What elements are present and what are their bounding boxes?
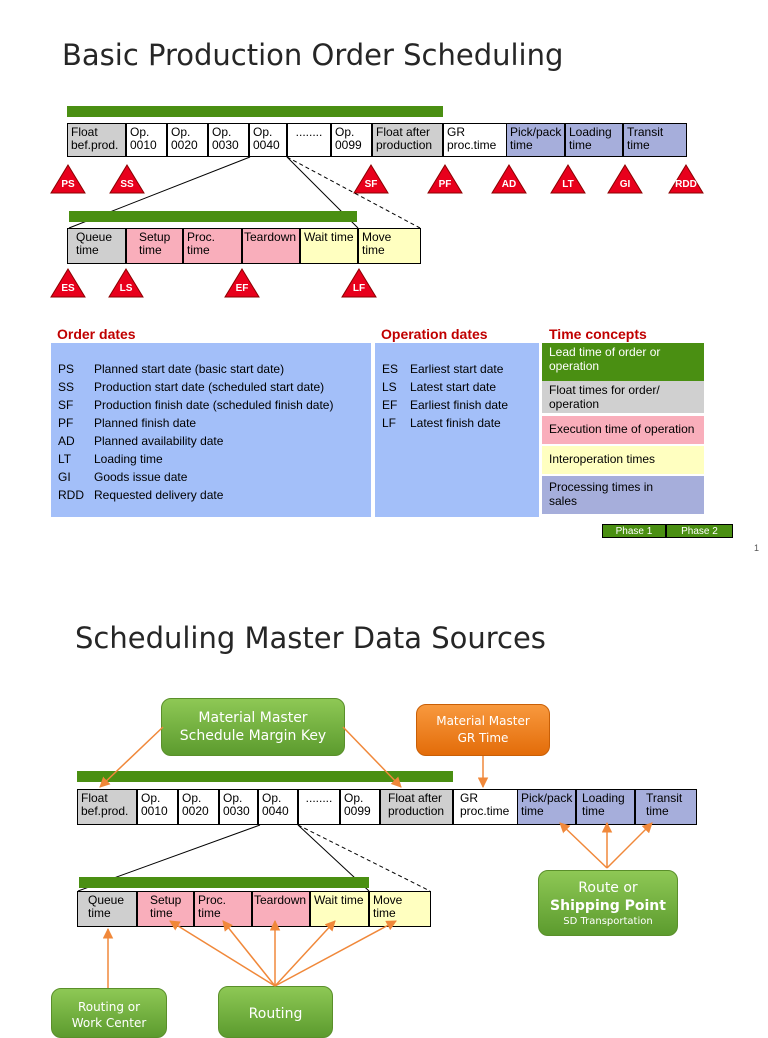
cell-wait-time: Wait time	[300, 228, 358, 264]
callout-material-master-key: Material Master Schedule Margin Key	[161, 698, 345, 756]
operation-dates-heading: Operation dates	[381, 326, 488, 342]
cell-op-0020: Op.0020	[178, 789, 219, 825]
triangle-icon	[224, 268, 260, 298]
triangle-icon	[550, 164, 586, 194]
marker-ls: LS	[108, 268, 144, 298]
marker-ad: AD	[491, 164, 527, 194]
phase-2-badge: Phase 2	[666, 524, 733, 538]
cell-op-0040: Op.0040	[258, 789, 298, 825]
cell-ellipsis: ........	[287, 123, 331, 157]
concept-interoperation-times: Interoperation times	[542, 446, 704, 474]
marker-sf: SF	[353, 164, 389, 194]
lead-time-bar-2	[77, 771, 453, 782]
slide1-title: Basic Production Order Scheduling	[62, 38, 564, 72]
cell-wait-time: Wait time	[310, 891, 369, 927]
triangle-icon	[341, 268, 377, 298]
triangle-icon	[109, 164, 145, 194]
time-concepts-heading: Time concepts	[549, 326, 647, 342]
triangle-icon	[108, 268, 144, 298]
cell-op-0099: Op.0099	[340, 789, 380, 825]
marker-ss: SS	[109, 164, 145, 194]
cell-op-0030: Op.0030	[208, 123, 249, 157]
triangle-icon	[491, 164, 527, 194]
marker-rdd: RDD	[668, 164, 704, 194]
concept-execution-time: Execution time of operation	[542, 416, 704, 444]
order-dates-panel	[51, 343, 371, 517]
cell-move-time: Move time	[369, 891, 431, 927]
triangle-icon	[50, 268, 86, 298]
cell-op-0020: Op.0020	[167, 123, 208, 157]
triangle-icon	[427, 164, 463, 194]
callout-route-shipping-point: Route or Shipping Point SD Transportatio…	[538, 870, 678, 936]
operation-lead-time-bar	[69, 211, 357, 222]
marker-ef: EF	[224, 268, 260, 298]
triangle-icon	[353, 164, 389, 194]
cell-op-0099: Op.0099	[331, 123, 372, 157]
cell-op-0010: Op.0010	[137, 789, 178, 825]
cell-move-time: Move time	[358, 228, 421, 264]
marker-pf: PF	[427, 164, 463, 194]
order-dates-heading: Order dates	[57, 326, 136, 342]
cell-teardown: Teardown	[242, 228, 300, 264]
cell-ellipsis: ........	[298, 789, 340, 825]
triangle-icon	[50, 164, 86, 194]
operation-lead-time-bar-2	[79, 877, 369, 888]
slide2-title: Scheduling Master Data Sources	[75, 621, 546, 655]
phase-1-badge: Phase 1	[602, 524, 666, 538]
triangle-icon	[607, 164, 643, 194]
cell-proc-time: Proc. time	[183, 228, 242, 264]
cell-op-0010: Op.0010	[126, 123, 167, 157]
triangle-icon	[668, 164, 704, 194]
marker-ps: PS	[50, 164, 86, 194]
operation-dates-panel	[375, 343, 539, 517]
cell-teardown: Teardown	[252, 891, 310, 927]
cell-op-0040: Op.0040	[249, 123, 287, 157]
lead-time-bar	[67, 106, 443, 117]
callout-material-master-gr: Material Master GR Time	[416, 704, 550, 756]
marker-lt: LT	[550, 164, 586, 194]
concept-float-times: Float times for order/operation	[542, 381, 704, 413]
cell-op-0030: Op.0030	[219, 789, 258, 825]
marker-es: ES	[50, 268, 86, 298]
page-number: 1	[754, 543, 760, 553]
marker-lf: LF	[341, 268, 377, 298]
marker-gi: GI	[607, 164, 643, 194]
